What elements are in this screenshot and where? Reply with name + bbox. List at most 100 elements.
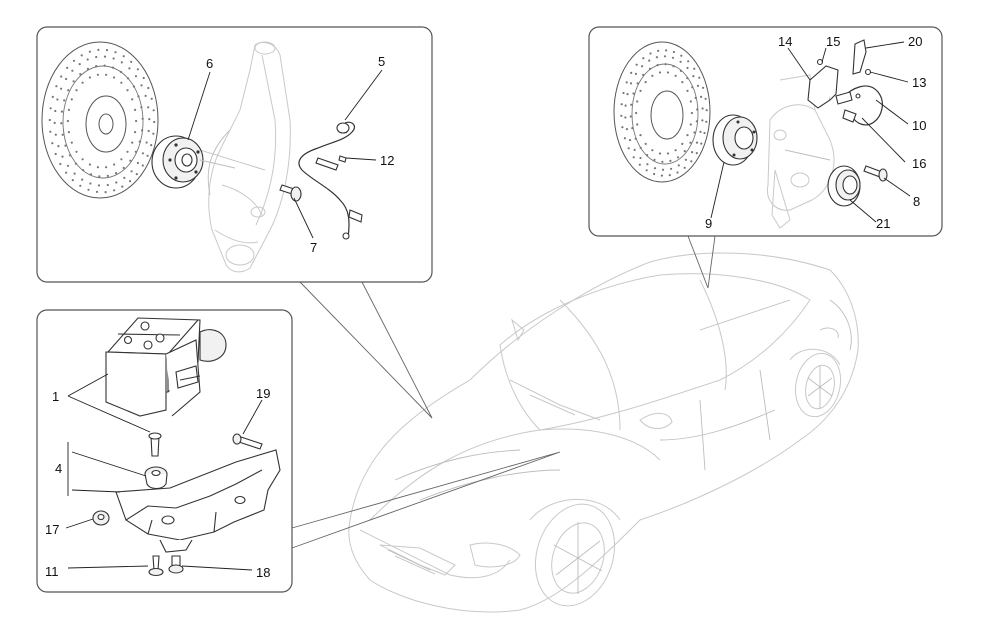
steering-knuckle: [199, 41, 291, 273]
label-part-9: 9: [705, 216, 712, 231]
drill-hole: [689, 123, 692, 126]
drill-hole: [106, 174, 109, 177]
drill-hole: [695, 152, 698, 155]
abs-sensor-rear: [835, 85, 883, 126]
drill-hole: [147, 106, 150, 109]
drill-hole: [53, 121, 56, 124]
drill-hole: [646, 154, 649, 157]
drill-hole: [627, 147, 630, 150]
drill-hole: [668, 174, 671, 177]
drill-hole: [642, 57, 645, 60]
brake-disc-rear: [613, 41, 711, 183]
rear-hub-bearing: [712, 114, 758, 166]
drill-hole: [103, 64, 106, 67]
drill-hole: [106, 183, 109, 187]
drill-hole: [672, 65, 675, 68]
drill-hole: [690, 160, 693, 163]
drill-hole: [126, 89, 129, 92]
drill-hole: [88, 163, 91, 166]
drill-hole: [98, 175, 101, 178]
drill-hole: [60, 122, 63, 125]
drill-hole: [135, 173, 138, 176]
drill-hole: [134, 75, 138, 78]
drill-hole: [634, 137, 637, 140]
drill-hole: [60, 110, 64, 113]
drill-hole: [97, 184, 101, 187]
drill-hole: [686, 66, 689, 70]
drill-hole: [676, 156, 680, 159]
drill-hole: [48, 118, 51, 122]
drill-hole: [138, 140, 141, 143]
drill-hole: [674, 149, 677, 152]
drill-hole: [103, 55, 107, 58]
drill-hole: [113, 76, 116, 79]
drill-hole: [54, 109, 57, 113]
drill-hole: [147, 86, 150, 90]
tone-ring: [827, 165, 861, 207]
drill-hole: [681, 81, 684, 84]
label-part-5: 5: [378, 54, 385, 69]
drill-hole: [141, 129, 144, 132]
drill-hole: [648, 59, 651, 62]
drill-hole: [51, 142, 54, 145]
drill-hole: [677, 164, 680, 167]
drill-hole: [686, 89, 689, 92]
drill-hole: [644, 142, 647, 145]
wheel-hub-bearing: [151, 135, 236, 189]
drill-hole: [96, 166, 99, 169]
label-part-20: 20: [908, 34, 922, 49]
abs-sensor-cable-front: [298, 121, 363, 240]
drill-hole: [680, 54, 683, 57]
drill-hole: [683, 150, 686, 153]
drill-hole: [81, 178, 84, 181]
drill-hole: [135, 119, 138, 123]
drill-hole: [89, 173, 93, 176]
drill-hole: [61, 133, 64, 136]
drill-hole: [634, 72, 638, 75]
drill-hole: [140, 84, 143, 87]
drill-hole: [113, 163, 116, 166]
drill-hole: [636, 123, 639, 126]
drill-hole: [49, 107, 52, 110]
callout-pointers: [291, 235, 716, 549]
drill-hole: [679, 69, 683, 72]
label-part-21: 21: [876, 216, 890, 231]
drill-hole: [75, 89, 78, 92]
drill-hole: [95, 190, 99, 193]
drill-hole: [137, 95, 140, 98]
drill-hole: [630, 71, 633, 74]
mounting-stud: [148, 432, 162, 457]
drill-hole: [142, 76, 145, 80]
drill-hole: [59, 162, 62, 166]
drill-hole: [128, 180, 132, 183]
drill-hole: [657, 49, 660, 53]
drill-hole: [622, 91, 625, 95]
drill-hole: [66, 66, 69, 69]
drill-hole: [68, 154, 72, 157]
fastener-18: [168, 555, 184, 574]
drill-hole: [648, 67, 652, 70]
drill-hole: [136, 68, 139, 71]
drill-hole: [115, 181, 118, 184]
drill-hole: [632, 92, 635, 95]
drill-hole: [81, 158, 84, 161]
drill-hole: [97, 48, 100, 52]
drill-hole: [55, 85, 58, 88]
drill-hole: [128, 67, 131, 70]
drill-hole: [72, 59, 76, 62]
drill-hole: [679, 60, 682, 63]
drill-hole: [705, 120, 708, 123]
drill-hole: [672, 50, 676, 54]
drill-hole: [67, 89, 70, 92]
drill-hole: [79, 184, 82, 187]
drill-hole: [126, 77, 130, 80]
drill-hole: [676, 171, 679, 174]
abs-unit-panel: 1 19 4 17 11 18: [36, 309, 293, 593]
drill-hole: [49, 130, 52, 133]
drill-hole: [628, 139, 632, 142]
drill-hole: [633, 148, 636, 151]
drill-hole: [625, 128, 629, 131]
drill-hole: [148, 118, 151, 121]
label-part-8: 8: [913, 194, 920, 209]
